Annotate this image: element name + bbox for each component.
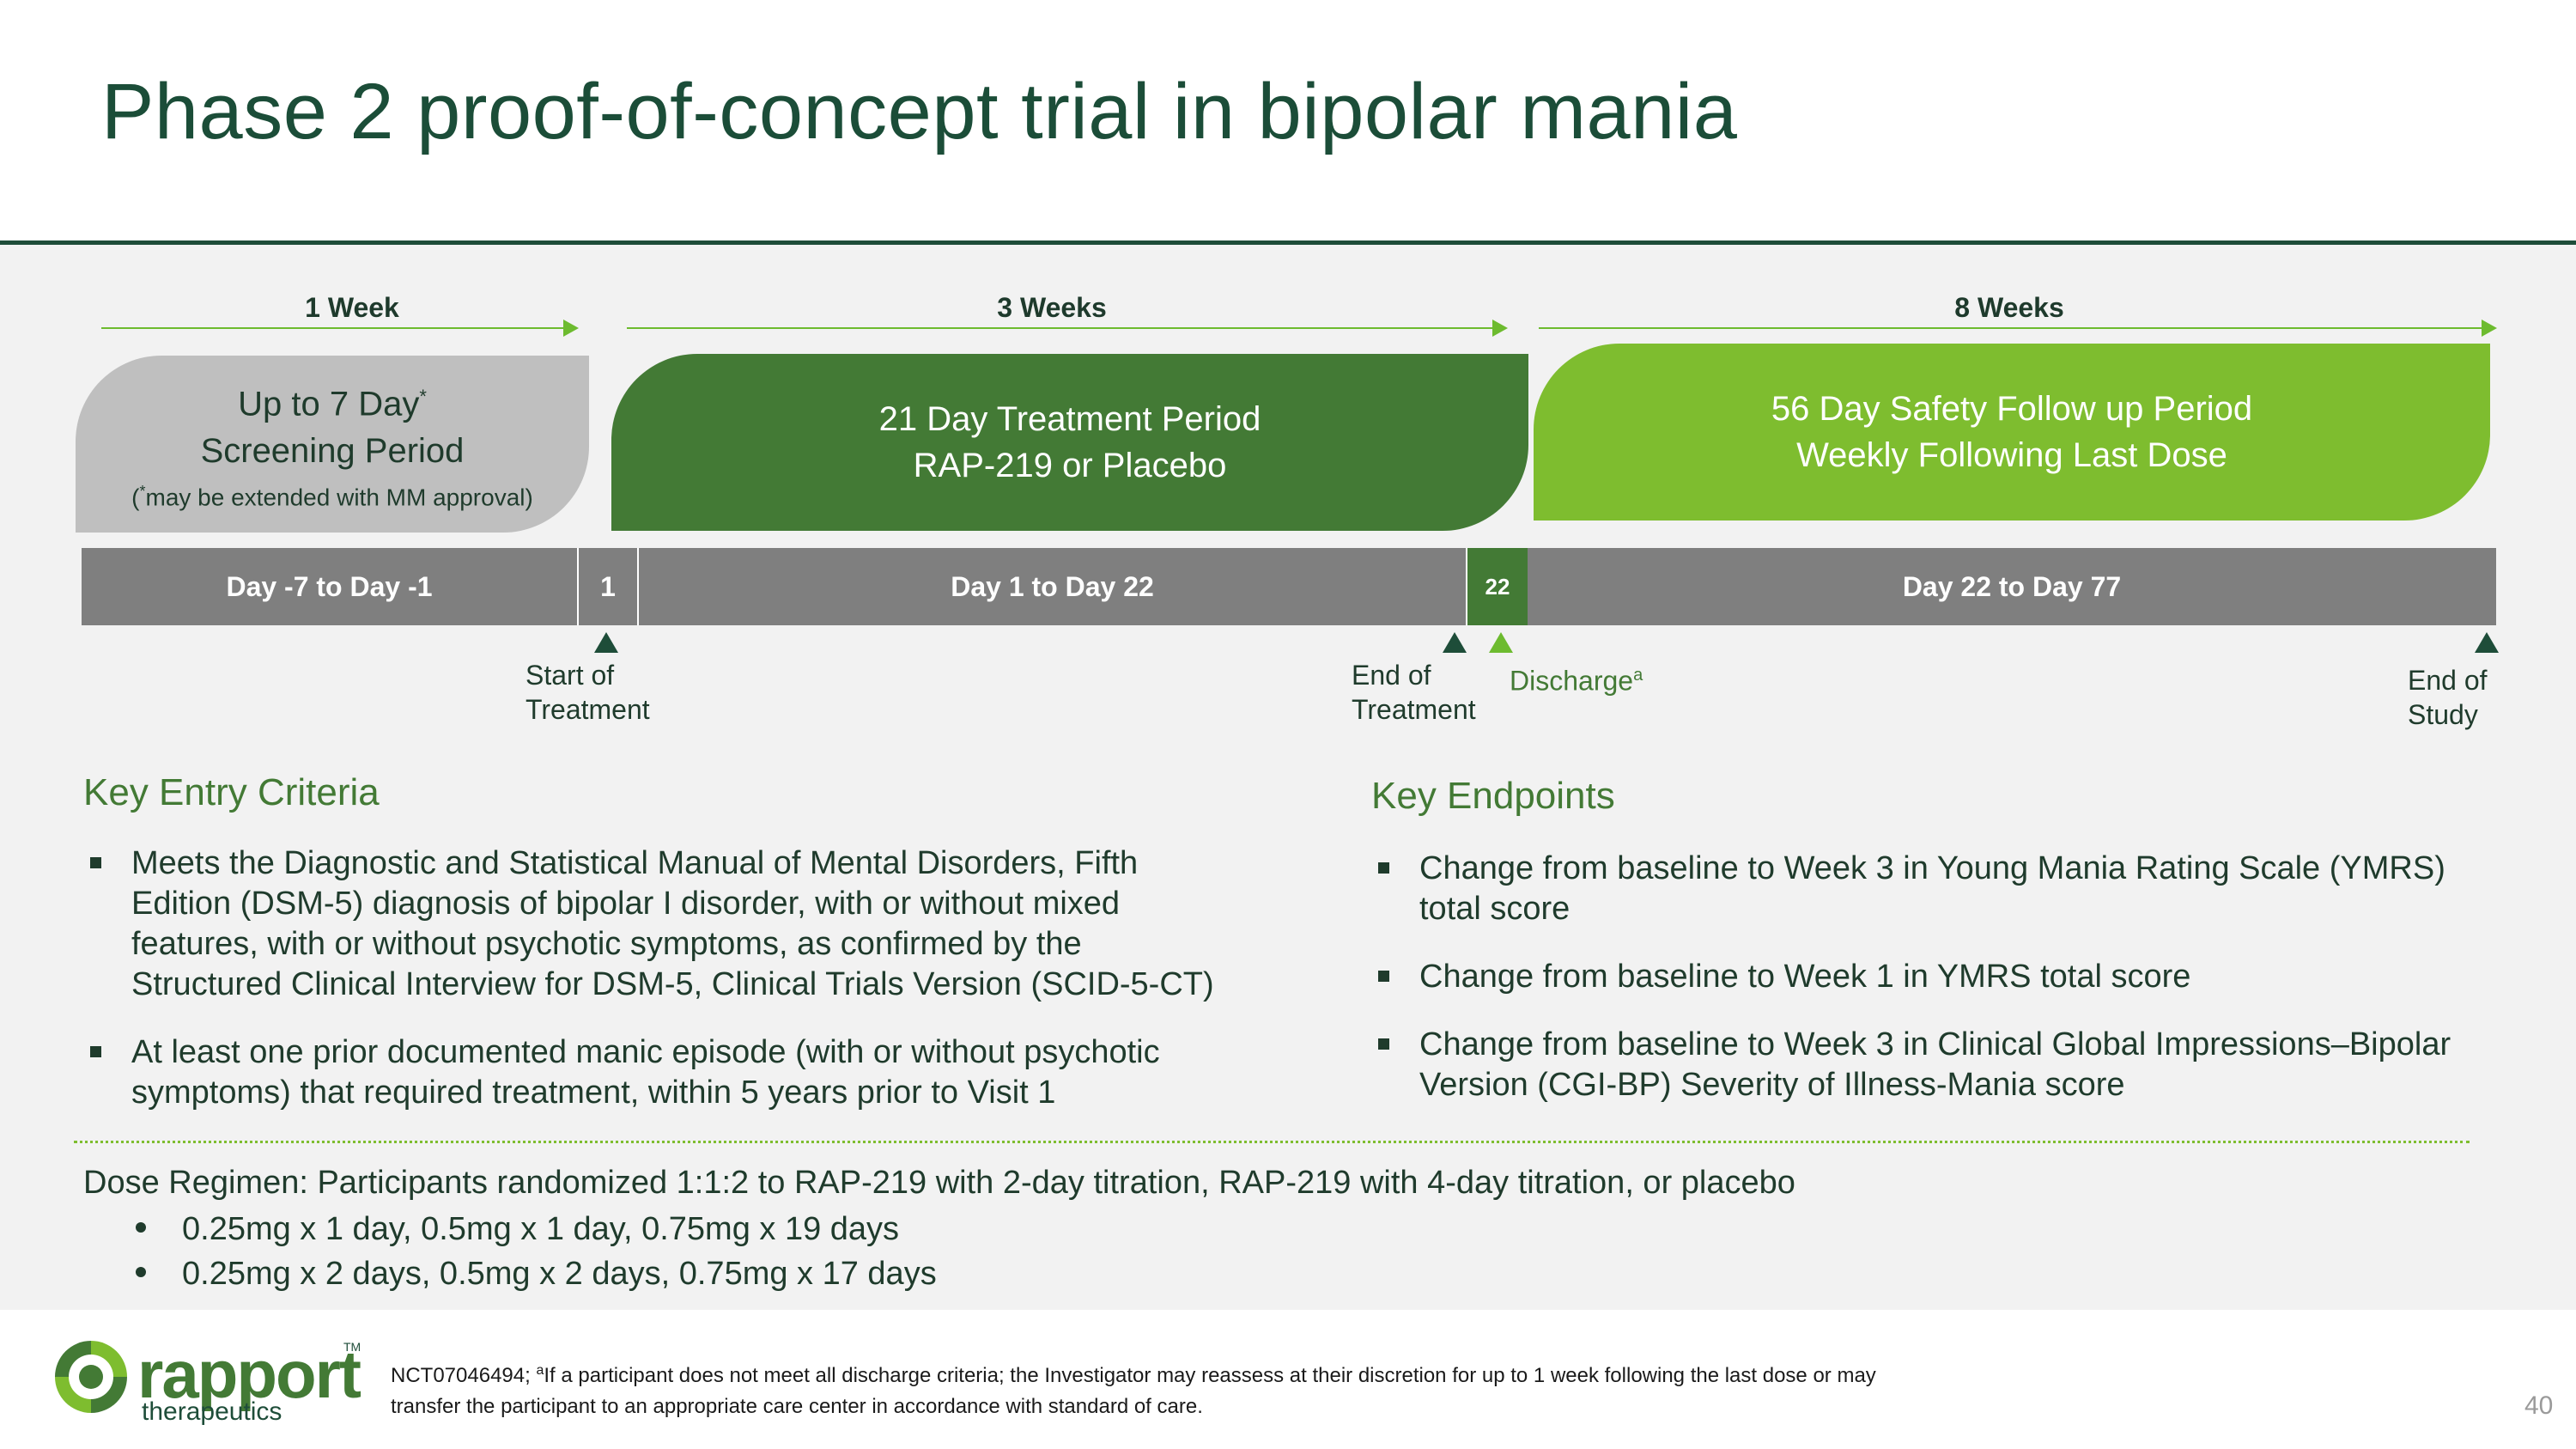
week-arrow-1 bbox=[101, 327, 565, 329]
screening-note: may be extended with MM approval bbox=[145, 483, 526, 510]
arrow-head-icon bbox=[1492, 320, 1508, 337]
discharge-marker-icon bbox=[1489, 632, 1513, 653]
dose-regimen-text: Dose Regimen: Participants randomized 1:… bbox=[83, 1165, 1795, 1201]
list-item-line: symptoms) that required treatment, withi… bbox=[131, 1075, 1056, 1111]
screening-sup: * bbox=[419, 386, 427, 408]
bullet-icon bbox=[90, 857, 101, 868]
marker-text: Treatment bbox=[1352, 694, 1476, 725]
list-item-line: total score bbox=[1419, 891, 1571, 927]
list-item-line: Structured Clinical Interview for DSM-5,… bbox=[131, 966, 1214, 1002]
week-label-2: 3 Weeks bbox=[997, 292, 1107, 323]
end-study-label: End of Study bbox=[2408, 663, 2488, 732]
screening-period-box: Up to 7 Day* Screening Period (*may be e… bbox=[76, 356, 589, 533]
discharge-sup: a bbox=[1633, 666, 1643, 685]
rapport-logo-icon bbox=[55, 1341, 127, 1413]
footnote-prefix: NCT07046494; bbox=[391, 1364, 537, 1387]
dose-item-text: 0.25mg x 1 day, 0.5mg x 1 day, 0.75mg x … bbox=[182, 1211, 900, 1247]
list-item-line: At least one prior documented manic epis… bbox=[131, 1034, 1160, 1070]
endpoints-list: Change from baseline to Week 3 in Young … bbox=[1371, 849, 2539, 1105]
start-treatment-marker-icon bbox=[594, 632, 618, 653]
entry-criteria-list: Meets the Diagnostic and Statistical Man… bbox=[83, 843, 1337, 1113]
marker-text: Treatment bbox=[526, 694, 650, 725]
list-item-line: Change from baseline to Week 1 in YMRS t… bbox=[1419, 959, 2191, 995]
day-cell-1: 1 bbox=[577, 548, 637, 625]
list-item-line: Change from baseline to Week 3 in Young … bbox=[1419, 850, 2445, 886]
bullet-icon bbox=[1378, 862, 1389, 874]
followup-period-box: 56 Day Safety Follow up Period Weekly Fo… bbox=[1534, 344, 2490, 521]
title-divider bbox=[0, 240, 2576, 245]
start-treatment-label: Start of Treatment bbox=[526, 658, 650, 727]
day-cell-screening: Day -7 to Day -1 bbox=[226, 570, 433, 602]
end-treatment-marker-icon bbox=[1443, 632, 1467, 653]
bullet-icon bbox=[136, 1221, 146, 1233]
day-bar: Day -7 to Day -1 1 Day 1 to Day 22 22 Da… bbox=[82, 548, 2496, 625]
treatment-line2: RAP-219 or Placebo bbox=[913, 447, 1227, 484]
list-item-line: Change from baseline to Week 3 in Clinic… bbox=[1419, 1026, 2451, 1062]
arrow-head-icon bbox=[2482, 320, 2497, 337]
week-label-3: 8 Weeks bbox=[1954, 292, 2064, 323]
marker-text: End of bbox=[2408, 665, 2488, 696]
footnote: NCT07046494; aIf a participant does not … bbox=[391, 1355, 2022, 1422]
footnote-line: transfer the participant to an appropria… bbox=[391, 1395, 1203, 1418]
dose-item-text: 0.25mg x 2 days, 0.5mg x 2 days, 0.75mg … bbox=[182, 1256, 937, 1292]
bullet-icon bbox=[136, 1266, 146, 1277]
footnote-line: If a participant does not meet all disch… bbox=[544, 1364, 1876, 1387]
day-cell-followup: Day 22 to Day 77 bbox=[1902, 570, 2122, 602]
bullet-icon bbox=[1378, 971, 1389, 982]
list-item-line: Version (CGI-BP) Severity of Illness-Man… bbox=[1419, 1067, 2125, 1103]
endpoints-heading: Key Endpoints bbox=[1371, 775, 1615, 817]
week-arrow-3 bbox=[1539, 327, 2483, 329]
list-item: Change from baseline to Week 3 in Clinic… bbox=[1371, 1025, 2539, 1105]
bullet-icon bbox=[1378, 1038, 1389, 1050]
list-item-line: features, with or without psychotic symp… bbox=[131, 926, 1082, 962]
logo-subtitle: therapeutics bbox=[142, 1397, 283, 1426]
week-arrow-2 bbox=[627, 327, 1494, 329]
page-number: 40 bbox=[2524, 1391, 2554, 1420]
list-item: At least one prior documented manic epis… bbox=[83, 1032, 1337, 1113]
end-study-marker-icon bbox=[2475, 632, 2499, 653]
treatment-line1: 21 Day Treatment Period bbox=[878, 400, 1261, 438]
screening-line1: Up to 7 Day bbox=[238, 385, 420, 423]
treatment-period-box: 21 Day Treatment Period RAP-219 or Place… bbox=[611, 354, 1528, 531]
list-item-line: Edition (DSM-5) diagnosis of bipolar I d… bbox=[131, 886, 1121, 922]
dose-item: 0.25mg x 2 days, 0.5mg x 2 days, 0.75mg … bbox=[136, 1251, 937, 1296]
followup-line2: Weekly Following Last Dose bbox=[1796, 436, 2227, 474]
dose-item: 0.25mg x 1 day, 0.5mg x 1 day, 0.75mg x … bbox=[136, 1207, 899, 1251]
end-treatment-label: End of Treatment bbox=[1352, 658, 1476, 727]
list-item: Change from baseline to Week 1 in YMRS t… bbox=[1371, 957, 2539, 997]
day-cell-treatment: Day 1 to Day 22 bbox=[637, 548, 1466, 625]
page-title: Phase 2 proof-of-concept trial in bipola… bbox=[101, 68, 1738, 155]
list-item: Meets the Diagnostic and Statistical Man… bbox=[83, 843, 1337, 1005]
day-cell-22: 22 bbox=[1466, 548, 1528, 625]
followup-line1: 56 Day Safety Follow up Period bbox=[1771, 390, 2253, 428]
footnote-sup: a bbox=[536, 1363, 544, 1378]
screening-line2: Screening Period bbox=[200, 431, 465, 470]
marker-text: Discharge bbox=[1510, 665, 1634, 697]
list-item: Change from baseline to Week 3 in Young … bbox=[1371, 849, 2539, 929]
week-label-1: 1 Week bbox=[305, 292, 399, 323]
section-divider bbox=[74, 1141, 2470, 1143]
arrow-head-icon bbox=[563, 320, 579, 337]
marker-text: Study bbox=[2408, 699, 2478, 730]
marker-text: End of bbox=[1352, 660, 1431, 691]
logo-trademark: TM bbox=[343, 1340, 361, 1354]
logo-wordmark: rapport bbox=[137, 1336, 361, 1412]
marker-text: Start of bbox=[526, 660, 615, 691]
screening-note-sup: * bbox=[139, 482, 146, 500]
discharge-label: Dischargea bbox=[1510, 658, 1643, 698]
list-item-line: Meets the Diagnostic and Statistical Man… bbox=[131, 845, 1139, 881]
entry-criteria-heading: Key Entry Criteria bbox=[83, 771, 380, 813]
bullet-icon bbox=[90, 1046, 101, 1057]
